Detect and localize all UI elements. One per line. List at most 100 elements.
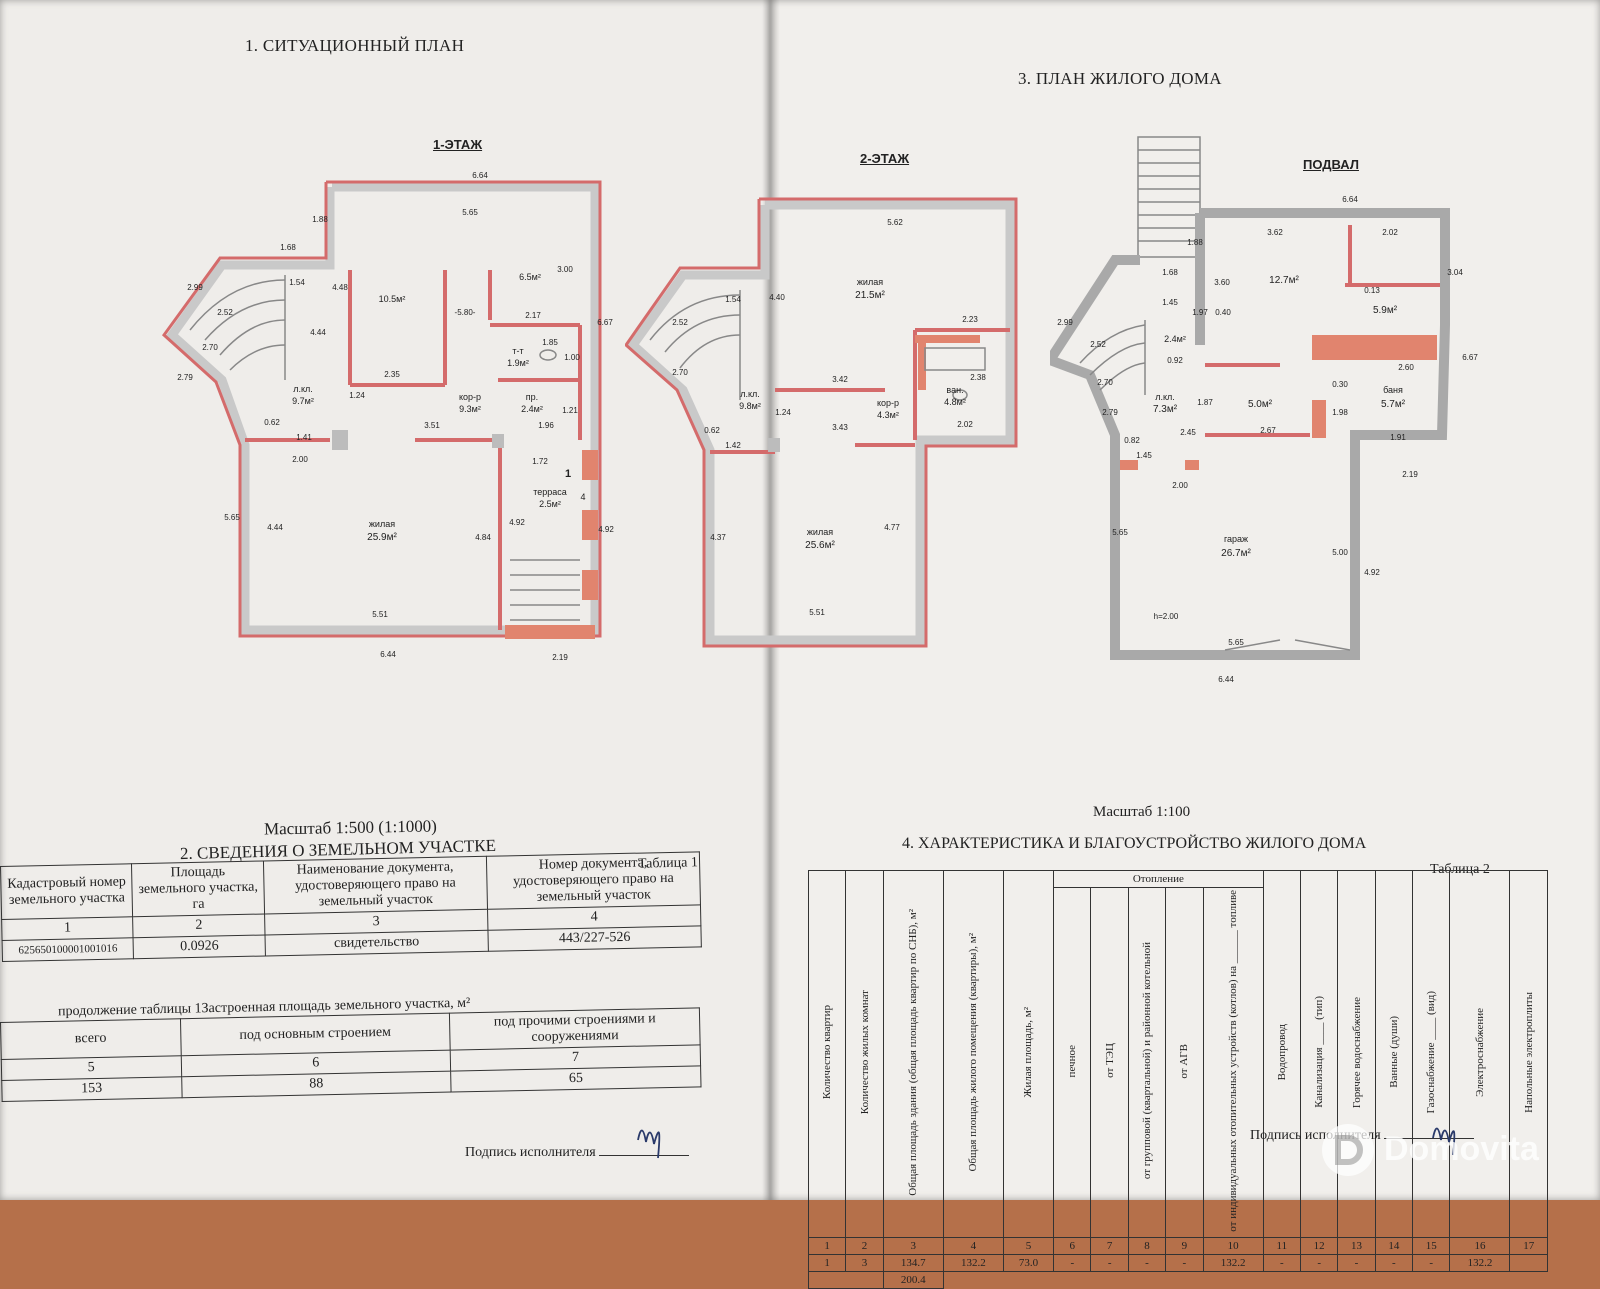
t2-num: 13 (1337, 1236, 1376, 1255)
t2-num: 5 (1002, 1236, 1055, 1255)
f3-dim: 1.68 (1162, 268, 1178, 277)
t2-header: Напольные электроплиты (1522, 991, 1535, 1113)
scale-right: Масштаб 1:100 (1093, 804, 1191, 820)
t1b-header: всего (0, 1018, 181, 1060)
f3-dim: 2.79 (1102, 408, 1118, 417)
t2-num: 16 (1449, 1236, 1511, 1255)
f3-dim: 2.60 (1398, 363, 1414, 372)
section1-title: 1. СИТУАЦИОННЫЙ ПЛАН (245, 36, 465, 55)
t2-num: 10 (1202, 1236, 1264, 1255)
f3-dim: 5.65 (1112, 528, 1128, 537)
f1-room-area: 9.7м² (292, 396, 314, 406)
f2-room-area: 9.8м² (739, 401, 761, 411)
t2-num: 14 (1374, 1236, 1414, 1255)
f1-dim: 2.17 (525, 311, 541, 320)
signature-line (1384, 1138, 1475, 1139)
f1-dim: 5.65 (224, 513, 240, 522)
f2-dim: 4.40 (769, 293, 785, 302)
domovita-logo-icon (1322, 1124, 1374, 1176)
f3-dim: 4.92 (1364, 568, 1380, 577)
t2-header: Количество квартир (821, 1005, 834, 1100)
f1-room-name: л.кл. (293, 384, 313, 394)
t1-cell: 443/227-526 (487, 925, 702, 952)
f1-room-area: 1.9м² (507, 358, 529, 368)
f3-dim: 6.67 (1462, 353, 1478, 362)
built-area-table: всего под основным строением под прочими… (0, 1007, 702, 1102)
f1-dim: 2.70 (202, 343, 218, 352)
f2-dim: 1.24 (775, 408, 791, 417)
f2-room-name: ван. (946, 385, 963, 395)
signature-label: Подпись исполнителя (465, 1145, 596, 1160)
t2-header: Водопровод (1275, 1024, 1288, 1081)
t2-cell: - (1299, 1253, 1339, 1272)
t2-num: 9 (1165, 1236, 1204, 1255)
f3-room-name: гараж (1224, 534, 1248, 544)
f3-dim: 1.97 (1192, 308, 1208, 317)
f2-room-area: 4.8м² (944, 397, 966, 407)
f1-dim: 4.84 (475, 533, 491, 542)
f1-dim: 1.54 (289, 278, 305, 287)
t1b-cell: 153 (1, 1076, 182, 1102)
f3-dim: 1.87 (1197, 398, 1213, 407)
f1-room-area: 2.5м² (539, 499, 561, 509)
f1-dim: 6.64 (472, 171, 488, 180)
section3-title: 3. ПЛАН ЖИЛОГО ДОМА (1018, 69, 1222, 88)
f1-dim: 1.24 (349, 391, 365, 400)
t2-header: Количество жилых комнат (858, 990, 871, 1115)
f1-room-name: терраса (533, 487, 567, 497)
f1-dim: 5.51 (372, 610, 388, 619)
f3-room-name: баня (1383, 385, 1403, 395)
f1-dim: 1.72 (532, 457, 548, 466)
t1b-header: под прочими строениями и сооружениями (449, 1007, 701, 1051)
f1-dim: 1.00 (564, 353, 580, 362)
t2-header: Общая площадь жилого помещения (квартиры… (967, 933, 980, 1172)
f3-room-area: 26.7м² (1221, 548, 1251, 559)
t2-num: 12 (1299, 1236, 1339, 1255)
f2-room-name: л.кл. (740, 389, 760, 399)
f1-dim: 2.35 (384, 370, 400, 379)
t1-cell: 0.0926 (133, 934, 266, 959)
f2-dim: 1.42 (725, 441, 741, 450)
f2-dim: 5.62 (887, 218, 903, 227)
f3-dim: 2.67 (1260, 426, 1276, 435)
f3-dim: 0.40 (1215, 308, 1231, 317)
f3-dim: 2.19 (1402, 470, 1418, 479)
t2-cell: 1 (807, 1253, 847, 1272)
t2-header: от АГВ (1178, 1043, 1191, 1079)
f1-room-name: кор-р (459, 392, 481, 402)
f1-room-area: 10.5м² (379, 294, 406, 304)
t2-cell: 132.2 (942, 1253, 1004, 1272)
f1-dim: 5.65 (462, 208, 478, 217)
f3-room-area: 7.3м² (1153, 404, 1178, 415)
f1-dim: 4.48 (332, 283, 348, 292)
f1-dim: 0.62 (264, 418, 280, 427)
t2-header: Горячее водоснабжение (1350, 996, 1363, 1108)
floor2-title: 2-ЭТАЖ (860, 151, 910, 166)
entrance-stairs (1137, 136, 1201, 258)
t1-header: Номер документа, удостоверяющего право н… (486, 851, 701, 910)
f3-dim: 0.82 (1124, 436, 1140, 445)
t2-cell: 3 (845, 1253, 884, 1272)
f1-dim: 3.51 (424, 421, 440, 430)
signature-scribble-right (1432, 1127, 1456, 1156)
t1-cell: свидетельство (264, 930, 489, 956)
f3-dim: 2.45 (1180, 428, 1196, 437)
f2-room-name: жилая (857, 277, 883, 287)
f1-dim: 2.79 (177, 373, 193, 382)
f1-room-name: т-т (512, 346, 523, 356)
left-page (0, 0, 770, 1200)
f1-dim: 1.96 (538, 421, 554, 430)
f2-dim: 4.77 (884, 523, 900, 532)
floor3-title: ПОДВАЛ (1303, 157, 1359, 172)
f2-dim: 3.43 (832, 423, 848, 432)
f3-dim: 3.62 (1267, 228, 1283, 237)
f2-dim: 2.38 (970, 373, 986, 382)
f3-dim: 1.91 (1390, 433, 1406, 442)
land-table: Кадастровый номер земельного участка Пло… (0, 851, 702, 962)
f1-dim: 2.52 (217, 308, 233, 317)
f2-room-area: 25.6м² (805, 540, 835, 551)
f1-dim: 4.92 (509, 518, 525, 527)
t2-cell: 134.7 (882, 1253, 944, 1272)
f2-room-area: 21.5м² (855, 290, 885, 301)
t1b-header: под основным строением (179, 1013, 451, 1056)
